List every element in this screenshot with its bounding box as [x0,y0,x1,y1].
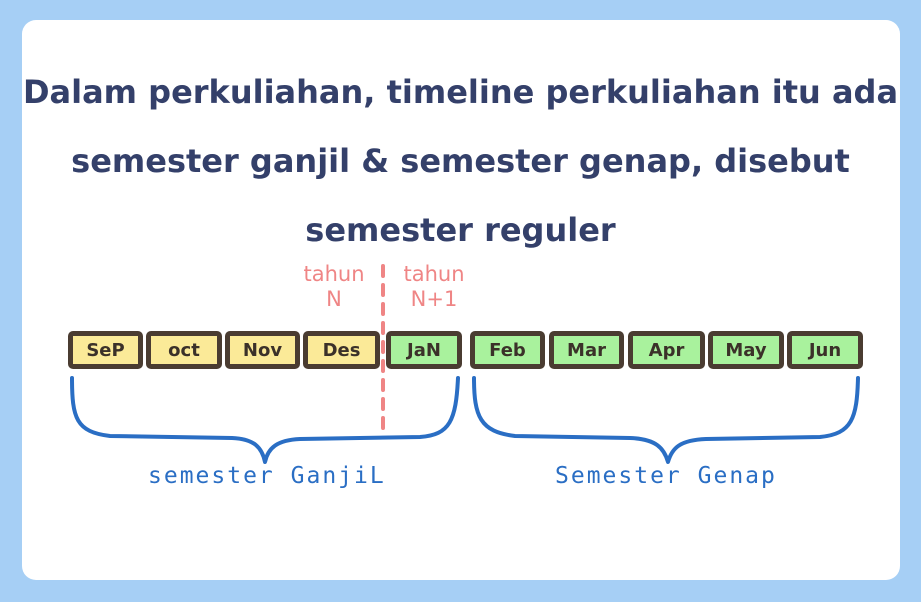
content-card [22,20,900,580]
month-box-sep: SeP [68,331,143,369]
year-n-value: N [326,287,342,311]
page-title: Dalam perkuliahan, timeline perkuliahan … [0,58,921,265]
month-box-mar: Mar [549,331,624,369]
year-n-word: tahun [303,262,365,286]
month-box-des: Des [303,331,380,369]
month-box-oct: oct [146,331,222,369]
month-box-jan: JaN [386,331,462,369]
year-n-label: tahun N [296,262,372,312]
ganjil-brace [70,376,460,464]
semester-genap-label: Semester Genap [555,463,777,489]
year-n-plus-1-value: N+1 [410,287,458,311]
month-box-jun: Jun [787,331,863,369]
title-line-3: semester reguler [305,211,616,249]
month-box-may: May [708,331,784,369]
title-line-1: Dalam perkuliahan, timeline perkuliahan … [22,73,899,111]
title-line-2: semester ganjil & semester genap, disebu… [71,142,850,180]
month-box-nov: Nov [225,331,300,369]
month-box-feb: Feb [470,331,545,369]
genap-brace [472,376,860,464]
month-box-apr: Apr [628,331,705,369]
year-n-plus-1-label: tahun N+1 [394,262,474,312]
year-n-plus-1-word: tahun [403,262,465,286]
semester-ganjil-label: semester GanjiL [148,463,386,489]
